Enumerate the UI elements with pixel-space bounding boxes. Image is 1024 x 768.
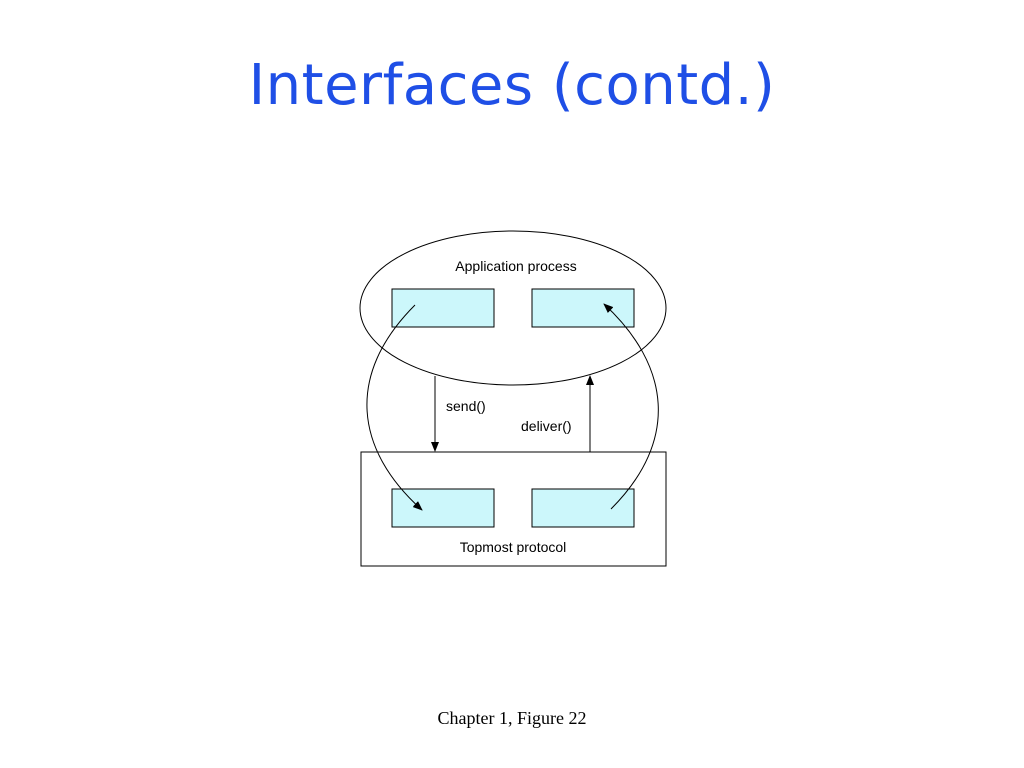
slide-title: Interfaces (contd.) xyxy=(248,53,776,118)
application-process-label: Application process xyxy=(455,258,576,274)
send-label: send() xyxy=(446,398,486,414)
deliver-label: deliver() xyxy=(521,418,572,434)
protocol-receive-buffer xyxy=(391,488,495,528)
send-flow-curve xyxy=(366,304,423,511)
topmost-protocol-box xyxy=(360,451,667,567)
protocol-send-buffer xyxy=(531,488,635,528)
app-send-buffer xyxy=(391,288,495,328)
app-deliver-buffer xyxy=(531,288,635,328)
application-process-ellipse xyxy=(359,230,667,386)
deliver-flow-curve xyxy=(603,303,659,510)
topmost-protocol-label: Topmost protocol xyxy=(460,539,567,555)
figure-caption: Chapter 1, Figure 22 xyxy=(437,708,587,728)
